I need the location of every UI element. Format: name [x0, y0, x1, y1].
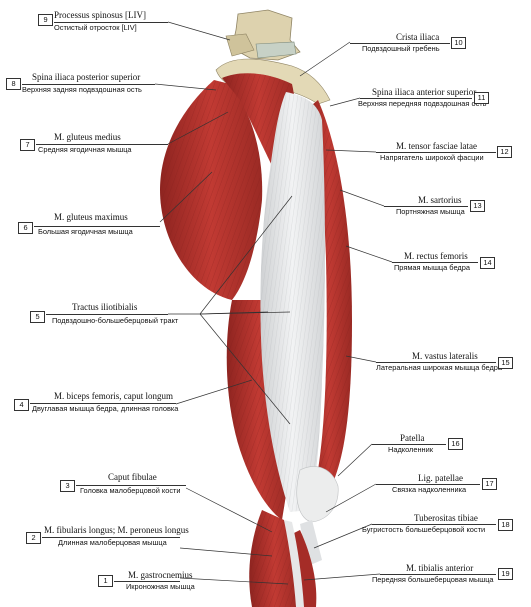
label-russian-10: Подвздошный гребень [362, 44, 440, 53]
callout-number-6: 6 [18, 222, 33, 234]
label-latin-4: M. biceps femoris, caput longum [54, 391, 173, 401]
label-rule-4 [30, 403, 176, 404]
label-latin-2: M. fibularis longus; M. peroneus longus [44, 525, 189, 535]
label-latin-13: M. sartorius [418, 195, 462, 205]
callout-number-8: 8 [6, 78, 21, 90]
label-latin-1: M. gastrocnemius [128, 570, 193, 580]
label-latin-11: Spina iliaca anterior superior [372, 87, 477, 97]
callout-number-3: 3 [60, 480, 75, 492]
label-latin-18: Tuberositas tibiae [414, 513, 478, 523]
label-russian-19: Передняя большеберцовая мышца [372, 575, 494, 584]
label-latin-17: Lig. patellae [418, 473, 463, 483]
label-latin-12: M. tensor fasciae latae [396, 141, 477, 151]
label-russian-14: Прямая мышца бедра [394, 263, 470, 272]
label-rule-15 [376, 362, 496, 363]
callout-number-15: 15 [498, 357, 513, 369]
callout-number-2: 2 [26, 532, 41, 544]
label-rule-12 [376, 152, 496, 153]
posterior-thigh-shape [226, 300, 290, 520]
callout-number-12: 12 [497, 146, 512, 158]
label-russian-4: Двуглавая мышца бедра, длинная головка [32, 404, 179, 413]
leader-lines [154, 21, 393, 585]
label-rule-2 [42, 537, 180, 538]
label-russian-16: Надколенник [388, 445, 433, 454]
callout-number-10: 10 [451, 37, 466, 49]
callout-number-1: 1 [98, 575, 113, 587]
label-rule-11 [360, 98, 472, 99]
label-latin-19: M. tibialis anterior [406, 563, 474, 573]
label-russian-2: Длинная малоберцовая мышца [58, 538, 167, 547]
label-latin-8: Spina iliaca posterior superior [32, 72, 141, 82]
label-russian-18: Бугристость большеберцовой кости [362, 525, 486, 534]
label-rule-5 [46, 314, 168, 315]
label-latin-5: Tractus iliotibialis [72, 302, 138, 312]
callout-number-9: 9 [38, 14, 53, 26]
callout-number-19: 19 [498, 568, 513, 580]
label-russian-12: Напрягатель широкой фасции [380, 153, 484, 162]
label-latin-6: M. gluteus maximus [54, 212, 128, 222]
label-russian-6: Большая ягодичная мышца [38, 227, 133, 236]
label-rule-18 [372, 524, 496, 525]
callout-number-14: 14 [480, 257, 495, 269]
label-rule-8 [22, 84, 155, 85]
label-rule-14 [392, 262, 478, 263]
label-latin-3: Caput fibulae [108, 472, 157, 482]
label-rule-19 [380, 574, 496, 575]
label-russian-7: Средняя ягодичная мышца [38, 145, 132, 154]
label-rule-9 [54, 22, 168, 23]
label-latin-16: Patella [400, 433, 425, 443]
label-rule-17 [376, 484, 480, 485]
label-latin-9: Processus spinosus [LIV] [54, 10, 146, 20]
label-russian-17: Связка надколенника [392, 485, 467, 494]
callout-number-7: 7 [20, 139, 35, 151]
iliotibial-tract-shape [260, 92, 325, 512]
label-latin-10: Crista iliaca [396, 32, 440, 42]
callout-number-16: 16 [448, 438, 463, 450]
label-rule-3 [76, 485, 186, 486]
label-rule-13 [384, 206, 468, 207]
label-russian-8: Верхняя задняя подвздошная ость [22, 85, 142, 94]
label-russian-9: Остистый отросток [LIV] [54, 23, 137, 32]
label-rule-1 [114, 581, 180, 582]
knee-shape [296, 466, 339, 566]
label-rule-10 [350, 43, 450, 44]
label-rule-6 [34, 226, 160, 227]
callout-number-18: 18 [498, 519, 513, 531]
anterior-thigh-shape [306, 100, 352, 480]
label-rule-16 [372, 444, 446, 445]
callout-number-5: 5 [30, 311, 45, 323]
label-russian-5: Подвздошно-большеберцовый тракт [52, 316, 179, 325]
label-russian-1: Икроножная мышца [126, 582, 195, 591]
callout-number-4: 4 [14, 399, 29, 411]
label-russian-15: Латеральная широкая мышца бедра [376, 363, 503, 372]
callout-number-11: 11 [474, 92, 489, 104]
label-russian-11: Верхняя передняя подвздошная ость [358, 99, 487, 108]
label-latin-15: M. vastus lateralis [412, 351, 478, 361]
label-rule-7 [36, 144, 168, 145]
callout-number-13: 13 [470, 200, 485, 212]
callout-number-17: 17 [482, 478, 497, 490]
label-russian-13: Портняжная мышца [396, 207, 465, 216]
label-latin-14: M. rectus femoris [404, 251, 468, 261]
vertebra-shape [225, 9, 301, 61]
label-latin-7: M. gluteus medius [54, 132, 121, 142]
label-russian-3: Головка малоберцовой кости [80, 486, 181, 495]
